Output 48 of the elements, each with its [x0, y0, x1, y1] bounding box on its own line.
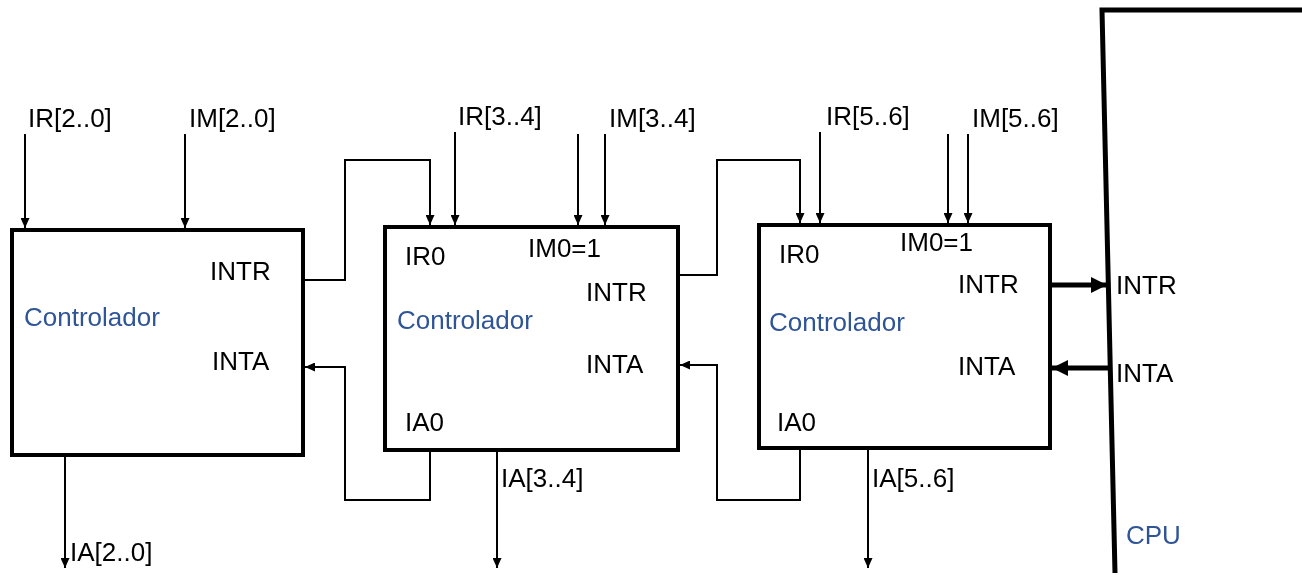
signal-label: IM[3..4]	[609, 102, 696, 134]
controller-label: Controlador	[24, 302, 160, 332]
arrow	[180, 133, 190, 229]
pin-label: IR0	[405, 241, 446, 271]
arrow	[1052, 277, 1107, 293]
controller-box	[383, 225, 680, 452]
arrow	[304, 159, 435, 281]
arrow	[573, 133, 583, 226]
arrow	[20, 133, 30, 229]
controller-box	[757, 223, 1052, 450]
arrow	[450, 131, 460, 226]
pin-label: IA0	[777, 407, 817, 437]
signal-label: IM[2..0]	[189, 102, 276, 134]
controller-label: Controlador	[769, 307, 905, 337]
signal-label: IA[5..6]	[872, 462, 955, 494]
pin-label: INTR	[210, 256, 271, 286]
pin-label: IM0=1	[900, 227, 973, 257]
pin-label: INTA	[958, 351, 1016, 381]
signal-label: IM[5..6]	[972, 102, 1059, 134]
pin-label: INTA	[586, 349, 644, 379]
pin-label: INTA	[1116, 358, 1174, 388]
pin-label: IM0=1	[528, 233, 601, 263]
arrow	[679, 159, 805, 276]
pin-label: INTA	[212, 346, 270, 376]
arrow	[1052, 360, 1108, 376]
controller-label: Controlador	[397, 305, 533, 335]
arrow	[304, 362, 431, 501]
arrow	[863, 449, 873, 569]
cpu-box	[1098, 6, 1302, 575]
arrow	[963, 133, 973, 224]
arrow	[679, 360, 801, 501]
pin-label: INTR	[1116, 270, 1177, 300]
pin-label: IA0	[405, 407, 445, 437]
cpu-label: CPU	[1126, 520, 1181, 550]
arrow	[815, 131, 825, 224]
signal-label: IA[2..0]	[70, 536, 153, 568]
signal-label: IR[5..6]	[826, 100, 910, 132]
signal-label: IR[3..4]	[458, 100, 542, 132]
pin-label: INTR	[958, 269, 1019, 299]
pin-label: INTR	[586, 277, 647, 307]
signal-label: IR[2..0]	[28, 102, 112, 134]
arrow	[60, 456, 70, 569]
arrow	[943, 133, 953, 224]
arrow	[492, 451, 502, 569]
controller-box	[10, 228, 305, 457]
arrow	[600, 133, 610, 226]
signal-label: IA[3..4]	[501, 462, 584, 494]
pin-label: IR0	[779, 239, 820, 269]
